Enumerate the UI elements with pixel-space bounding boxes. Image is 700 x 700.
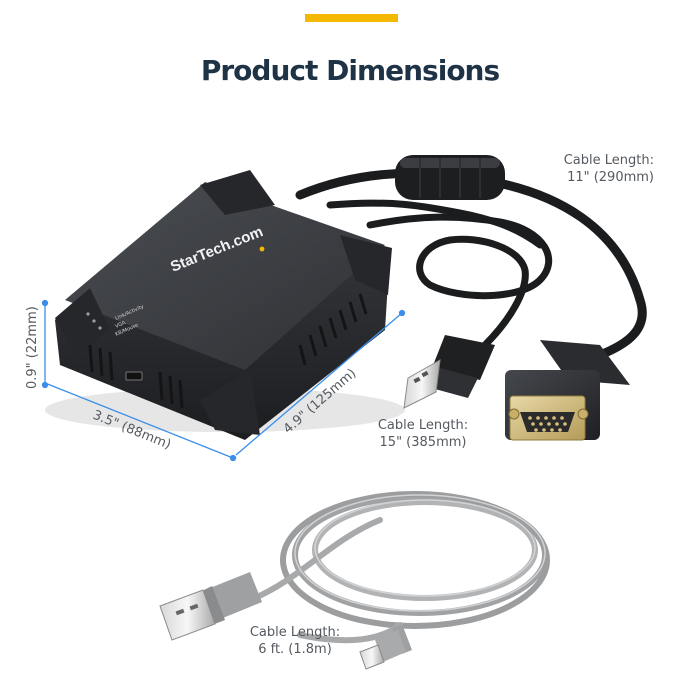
grey-mini-usb-connector <box>359 624 412 670</box>
cable-label-grey-usb: Cable Length: 6 ft. (1.8m) <box>240 624 350 658</box>
brand-logo-dot <box>259 246 265 252</box>
cable-label-grey-usb-title: Cable Length: <box>249 625 341 640</box>
usb-cable-loop <box>366 213 553 349</box>
kvm-device <box>45 170 405 440</box>
dimension-height: 0.9" (22mm) <box>25 306 40 389</box>
cable-label-usb-value: 15" (385mm) <box>379 435 467 450</box>
usb-a-connector <box>403 335 495 409</box>
page-title: Product Dimensions <box>200 54 500 87</box>
grey-usb-cable <box>247 491 550 644</box>
accent-bar <box>305 14 398 22</box>
cable-label-grey-usb-value: 6 ft. (1.8m) <box>258 642 332 657</box>
cable-label-vga: Cable Length: 11" (290mm) <box>520 152 654 186</box>
ferrite-core <box>395 155 505 200</box>
vga-connector <box>505 340 630 441</box>
grey-usb-a-connector <box>159 572 262 641</box>
cable-label-usb-title: Cable Length: <box>377 418 469 433</box>
dimension-lines <box>41 299 406 462</box>
cable-label-usb: Cable Length: 15" (385mm) <box>368 417 478 451</box>
led-label-vga: VGA <box>114 320 127 330</box>
cable-label-vga-value: 11" (290mm) <box>567 170 654 185</box>
cable-label-vga-title: Cable Length: <box>563 153 654 168</box>
vga-cable <box>295 168 647 360</box>
